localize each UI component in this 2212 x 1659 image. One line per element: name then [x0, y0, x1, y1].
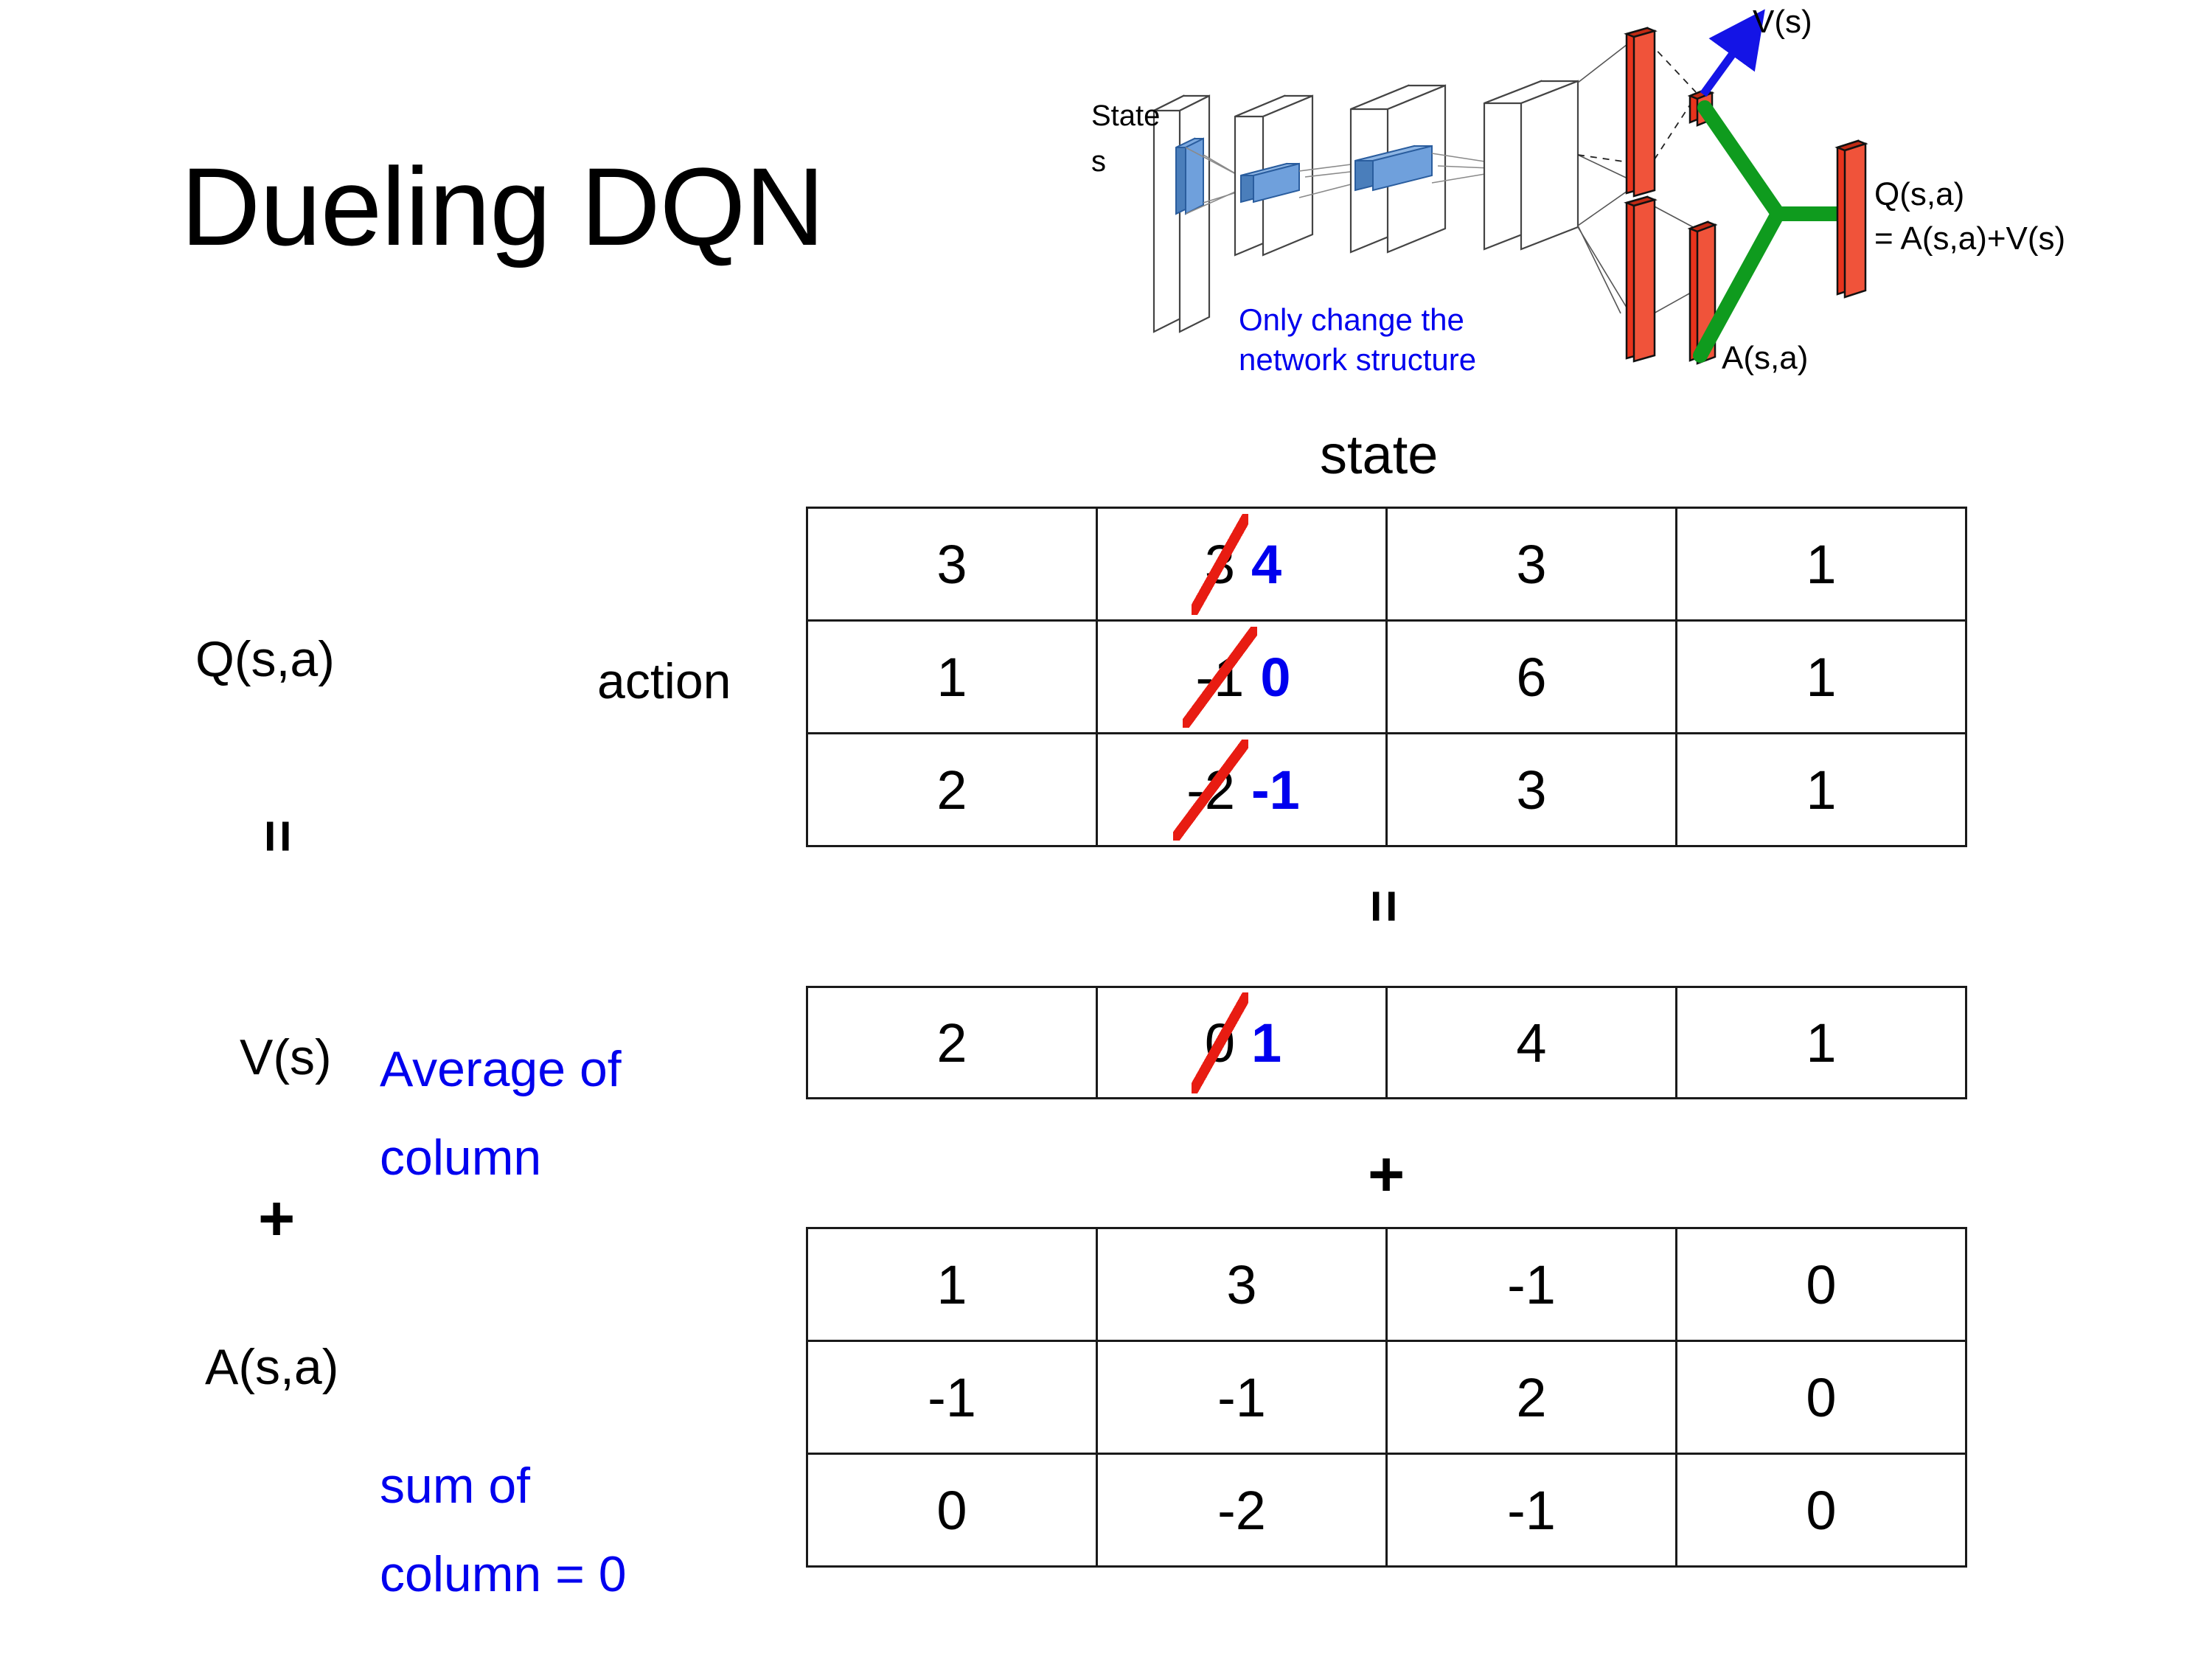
cell-q-r0-c1[interactable]: 3 4 — [1096, 507, 1388, 622]
equals-operator-center: = — [1352, 889, 1417, 923]
table-row: 3 3 4 3 1 — [806, 507, 1967, 622]
v-note-line1: Average of — [380, 1041, 622, 1097]
cell-q-r0-c3[interactable]: 1 — [1675, 507, 1967, 622]
cell-v-r0-c3[interactable]: 1 — [1675, 986, 1967, 1099]
diagram-input-label-line2: s — [1091, 145, 1106, 178]
action-axis-label: action — [597, 653, 731, 709]
cell-q-r1-c0[interactable]: 1 — [806, 619, 1098, 734]
struck-old-value: -2 — [1173, 739, 1248, 841]
cell-q-r0-c2[interactable]: 3 — [1385, 507, 1677, 622]
cell-q-r1-c2[interactable]: 6 — [1385, 619, 1677, 734]
v-function-label: V(s) — [240, 1029, 332, 1085]
equals-operator-left: = — [246, 819, 311, 853]
cell-q-r1-c1[interactable]: -1 0 — [1096, 619, 1388, 734]
a-note-line2: column = 0 — [380, 1546, 627, 1602]
plus-operator-left: + — [258, 1183, 296, 1254]
diagram-input-label-line1: State — [1091, 100, 1160, 132]
a-value-table: 1 3 -1 0 -1 -1 2 0 0 -2 -1 0 — [806, 1227, 1967, 1568]
cell-a-r2-c2[interactable]: -1 — [1385, 1453, 1677, 1568]
cell-v-r0-c2[interactable]: 4 — [1385, 986, 1677, 1099]
page-title: Dueling DQN — [181, 145, 825, 268]
table-row: 2 -2 -1 3 1 — [806, 732, 1967, 847]
updated-value: -1 — [1251, 759, 1300, 821]
cell-a-r2-c3[interactable]: 0 — [1675, 1453, 1967, 1568]
cell-q-r2-c0[interactable]: 2 — [806, 732, 1098, 847]
struck-old-value: 3 — [1191, 513, 1249, 615]
table-row: 1 -1 0 6 1 — [806, 619, 1967, 734]
updated-value: 1 — [1251, 1012, 1282, 1074]
cell-a-r1-c0[interactable]: -1 — [806, 1340, 1098, 1455]
cell-v-r0-c1[interactable]: 0 1 — [1096, 986, 1388, 1099]
diagram-advantage-label: A(s,a) — [1722, 340, 1808, 376]
cell-a-r0-c1[interactable]: 3 — [1096, 1227, 1388, 1342]
cell-a-r0-c2[interactable]: -1 — [1385, 1227, 1677, 1342]
q-value-table: 3 3 4 3 1 1 -1 0 6 1 2 — [806, 507, 1967, 847]
q-function-label: Q(s,a) — [195, 631, 335, 687]
struck-old-value: -1 — [1182, 626, 1258, 728]
dueling-network-diagram: State s Only change the network structur… — [1091, 7, 2205, 398]
updated-value: 4 — [1251, 533, 1282, 595]
diagram-q-label-line2: = A(s,a)+V(s) — [1874, 220, 2065, 257]
cell-a-r0-c0[interactable]: 1 — [806, 1227, 1098, 1342]
table-row: 1 3 -1 0 — [806, 1227, 1967, 1342]
cell-q-r2-c3[interactable]: 1 — [1675, 732, 1967, 847]
diagram-note-line2: network structure — [1239, 342, 1476, 377]
a-function-label: A(s,a) — [205, 1339, 339, 1395]
plus-operator-center: + — [1368, 1139, 1405, 1210]
cell-q-r1-c3[interactable]: 1 — [1675, 619, 1967, 734]
updated-value: 0 — [1260, 646, 1291, 708]
cell-v-r0-c0[interactable]: 2 — [806, 986, 1098, 1099]
cell-a-r1-c2[interactable]: 2 — [1385, 1340, 1677, 1455]
cell-a-r1-c3[interactable]: 0 — [1675, 1340, 1967, 1455]
table-row: -1 -1 2 0 — [806, 1340, 1967, 1455]
cell-q-r2-c2[interactable]: 3 — [1385, 732, 1677, 847]
diagram-note-line1: Only change the — [1239, 302, 1464, 337]
cell-a-r1-c1[interactable]: -1 — [1096, 1340, 1388, 1455]
table-row: 2 0 1 4 1 — [806, 986, 1967, 1099]
cell-q-r0-c0[interactable]: 3 — [806, 507, 1098, 622]
struck-old-value: 0 — [1191, 992, 1249, 1093]
diagram-q-label-line1: Q(s,a) — [1874, 176, 1964, 212]
table-row: 0 -2 -1 0 — [806, 1453, 1967, 1568]
cell-a-r2-c1[interactable]: -2 — [1096, 1453, 1388, 1568]
a-note-line1: sum of — [380, 1458, 531, 1514]
cell-a-r2-c0[interactable]: 0 — [806, 1453, 1098, 1568]
state-axis-label: state — [1320, 424, 1439, 485]
v-value-table: 2 0 1 4 1 — [806, 986, 1967, 1099]
v-note-line2: column — [380, 1130, 542, 1186]
diagram-value-label: V(s) — [1753, 7, 1812, 40]
cell-a-r0-c3[interactable]: 0 — [1675, 1227, 1967, 1342]
cell-q-r2-c1[interactable]: -2 -1 — [1096, 732, 1388, 847]
